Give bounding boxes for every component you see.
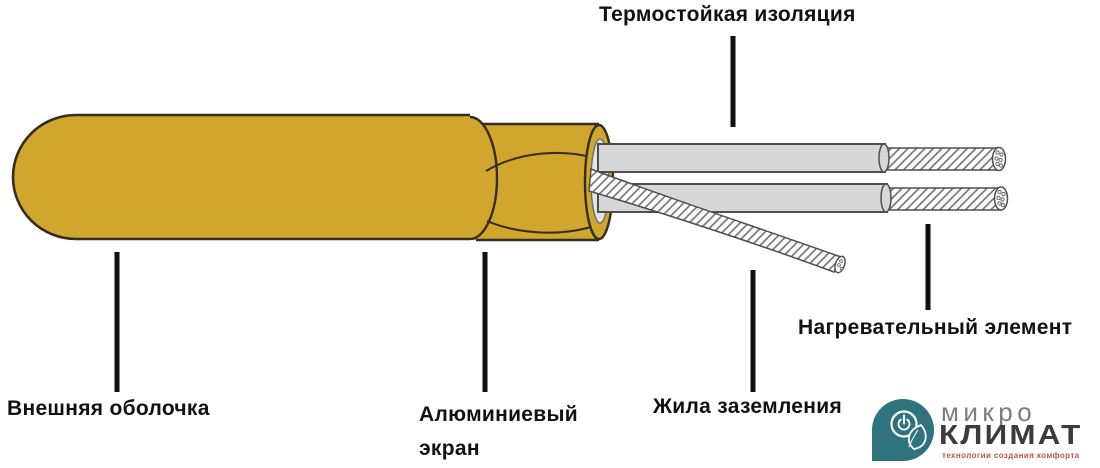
leader-lines [114, 36, 931, 392]
outer-sheath-shape [13, 115, 470, 239]
label-outer-sheath: Внешняя оболочка [7, 397, 210, 420]
logo-tagline: технологии создания комфорта [942, 451, 1080, 460]
ground-wire [588, 167, 846, 274]
sheath-cut-face [469, 115, 499, 241]
label-heat-resistant-insulation: Термостойкая изоляция [599, 3, 856, 26]
power-icon [890, 410, 918, 438]
logo-brand-top: микро [941, 397, 1037, 427]
wire-end-strands-bottom [993, 186, 1009, 211]
wire-end-strands-top [991, 146, 1007, 172]
label-heating-element: Нагревательный элемент [798, 316, 1073, 339]
insulated-wire-top [597, 143, 1007, 173]
logo-mark [872, 399, 934, 461]
label-aluminum-screen: Алюминиевый экран [419, 403, 578, 460]
leaf-icon [907, 424, 927, 450]
screen-wrap-lines [485, 151, 595, 234]
logo-brand-bottom: КЛИМАТ [939, 419, 1083, 450]
label-ground-core: Жила заземления [653, 395, 843, 418]
